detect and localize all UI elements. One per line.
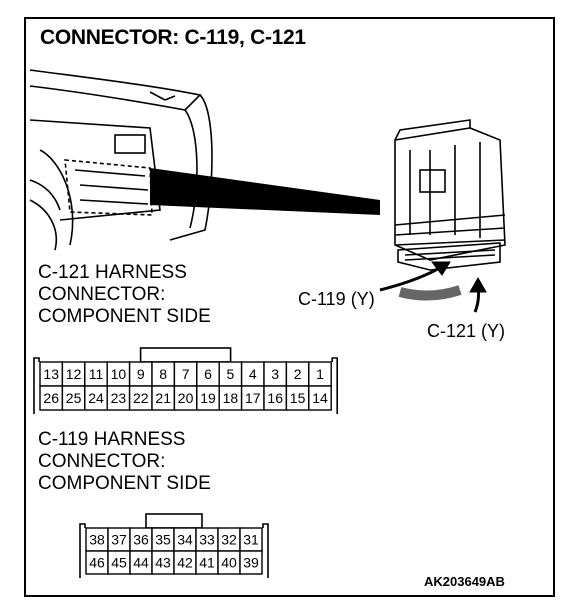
c121-pin-number: 11 xyxy=(89,366,104,382)
c119-lock-tab xyxy=(145,513,203,529)
c121-heading: C-121 HARNESS CONNECTOR: COMPONENT SIDE xyxy=(38,262,211,328)
c119-pin-number: 36 xyxy=(133,532,149,548)
c119-heading-line: CONNECTOR: xyxy=(38,451,166,472)
c121-pin-number: 6 xyxy=(204,366,212,382)
c119-heading-line: COMPONENT SIDE xyxy=(38,473,211,494)
pointer-beam xyxy=(150,168,380,215)
c119-pin-number: 31 xyxy=(243,532,259,548)
c119-pin-number: 39 xyxy=(243,555,259,571)
c121-pin-number: 19 xyxy=(200,390,216,406)
diagram-title: CONNECTOR: C-119, C-121 xyxy=(40,26,306,49)
c121-heading-line: CONNECTOR: xyxy=(38,284,166,305)
c121-pin-number: 20 xyxy=(178,390,194,406)
c121-pin-number: 4 xyxy=(249,366,257,382)
c119-pin-number: 33 xyxy=(199,532,215,548)
c121-heading-line: COMPONENT SIDE xyxy=(38,306,211,327)
c119-pin-number: 38 xyxy=(89,532,105,548)
c121-pin-number: 23 xyxy=(111,390,127,406)
c119-pin-number: 41 xyxy=(199,555,215,571)
callout-arrows xyxy=(379,261,487,313)
c121-housing-outline xyxy=(33,357,338,414)
c121-pin-number: 10 xyxy=(111,366,127,382)
c121-pin-number: 13 xyxy=(43,366,59,382)
c119-pin-cavity xyxy=(239,550,263,575)
c121-pin-number: 24 xyxy=(88,390,104,406)
c121-pin-number: 1 xyxy=(316,366,324,382)
c121-callout-label: C-121 (Y) xyxy=(427,321,506,341)
c119-connector-face: 38 37 36 35 34 33 32 31 46 45 44 43 42 41 40 39 xyxy=(79,513,269,578)
c121-pin-number: 17 xyxy=(245,390,261,406)
c119-pin-number: 45 xyxy=(111,555,127,571)
c119-pin-number: 35 xyxy=(155,532,171,548)
c121-pin-number: 15 xyxy=(290,390,306,406)
c121-pin-number: 22 xyxy=(133,390,149,406)
c121-lock-tab xyxy=(139,347,232,363)
dashboard-drawing xyxy=(29,69,213,251)
c121-pin-number: 5 xyxy=(227,366,235,382)
ecu-module-drawing xyxy=(394,119,506,271)
c119-pin-number: 46 xyxy=(89,555,105,571)
c121-pin-number: 26 xyxy=(43,390,59,406)
c119-pin-number: 42 xyxy=(177,555,193,571)
diagram-frame xyxy=(24,17,555,597)
c119-pin-number: 40 xyxy=(221,555,237,571)
c121-pin-number: 7 xyxy=(182,366,190,382)
c121-pin-number: 14 xyxy=(312,390,328,406)
c119-heading: C-119 HARNESS CONNECTOR: COMPONENT SIDE xyxy=(38,429,211,495)
c119-housing-outline xyxy=(79,523,269,578)
c119-pin-number: 37 xyxy=(111,532,127,548)
c121-pin-number: 12 xyxy=(66,366,82,382)
c121-pin-number: 9 xyxy=(137,366,145,382)
figure-id: AK203649AB xyxy=(424,574,505,589)
c121-pin-number: 3 xyxy=(271,366,279,382)
c121-pin-number: 2 xyxy=(294,366,302,382)
c121-pin-number: 16 xyxy=(267,390,283,406)
c119-pin-number: 43 xyxy=(155,555,171,571)
c119-pin-number: 32 xyxy=(221,532,237,548)
c121-pin-number: 25 xyxy=(66,390,82,406)
c119-pin-number: 44 xyxy=(133,555,149,571)
c119-callout-label: C-119 (Y) xyxy=(298,289,375,309)
c119-pin-number: 34 xyxy=(177,532,193,548)
c121-heading-line: C-121 HARNESS xyxy=(38,262,187,283)
c119-heading-line: C-119 HARNESS xyxy=(38,429,186,450)
c121-pin-number: 18 xyxy=(223,390,239,406)
c121-pin-number: 21 xyxy=(155,390,171,406)
c121-pin-number: 8 xyxy=(159,366,167,382)
c121-pin-cavity xyxy=(308,385,332,411)
